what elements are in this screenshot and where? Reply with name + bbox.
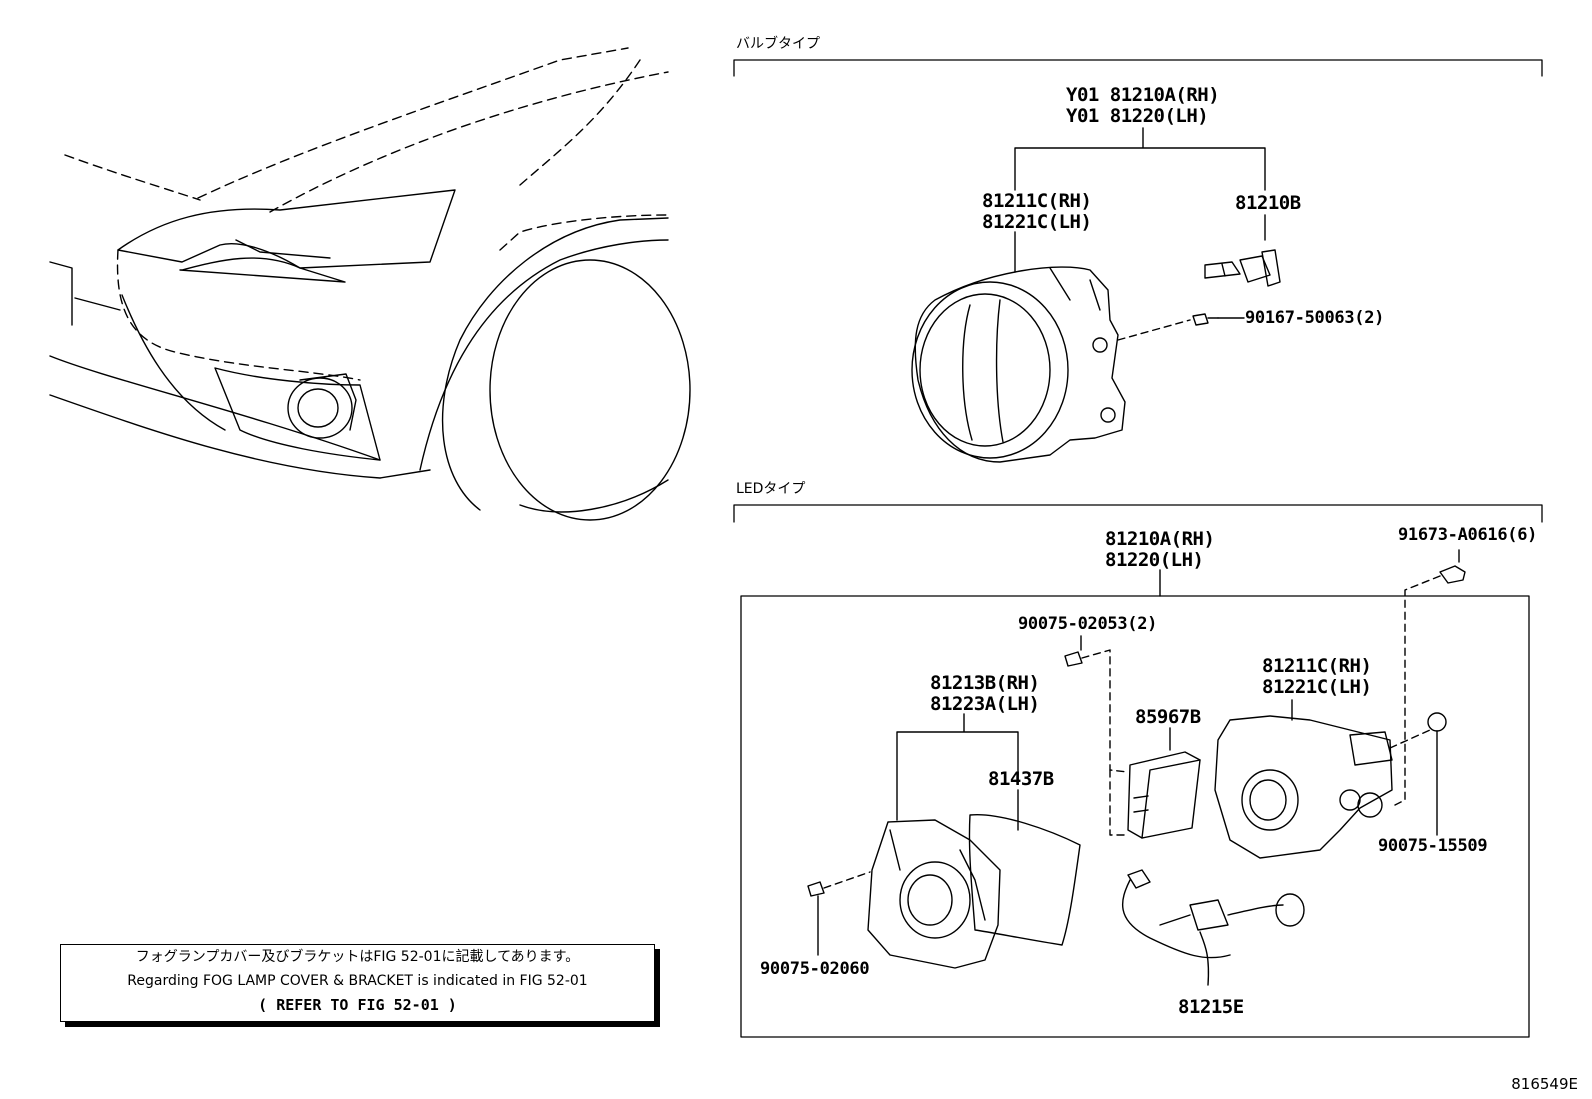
note-line-japanese: フォグランプカバー及びブラケットはFIG 52-01に記載してあります。 [135, 949, 580, 965]
part-label-gasket: 81437B [988, 768, 1054, 790]
part-label-screw-upper: 90075-02053(2) [1018, 614, 1158, 634]
part-label-wire: 81215E [1178, 996, 1244, 1018]
part-label-bulb-unit-lh: 81221C(LH) [982, 211, 1092, 233]
part-label-bulb-screw: 90167-50063(2) [1245, 308, 1385, 328]
part-label-bulb-assy-lh: Y01 81220(LH) [1066, 105, 1209, 127]
part-label-bulb-unit-rh: 81211C(RH) [982, 190, 1092, 212]
part-label-screw-lower: 90075-02060 [760, 959, 870, 979]
part-label-led-unit-lh: 81221C(LH) [1262, 676, 1372, 698]
part-label-bulb: 81210B [1235, 192, 1301, 214]
reference-note-box: フォグランプカバー及びブラケットはFIG 52-01に記載してあります。 Reg… [60, 944, 655, 1022]
part-label-led-unit-rh: 81211C(RH) [1262, 655, 1372, 677]
part-label-cover-lh: 81223A(LH) [930, 693, 1040, 715]
bulb-type-header: バルブタイプ [736, 36, 820, 52]
led-section-bracket [733, 504, 1543, 523]
car-front-illustration [49, 47, 691, 521]
bulb-section-bracket [733, 59, 1543, 77]
part-label-grommet: 90075-15509 [1378, 836, 1488, 856]
part-label-led-assy-rh: 81210A(RH) [1105, 528, 1215, 550]
part-label-led-assy-lh: 81220(LH) [1105, 549, 1204, 571]
part-label-bulb-assy-rh: Y01 81210A(RH) [1066, 84, 1220, 106]
part-label-module: 85967B [1135, 706, 1201, 728]
part-label-clip: 91673-A0616(6) [1398, 525, 1538, 545]
bulb-type-assembly [911, 127, 1281, 463]
note-line-english: Regarding FOG LAMP COVER & BRACKET is in… [127, 973, 588, 989]
led-type-header: LEDタイプ [736, 481, 806, 497]
part-label-cover-rh: 81213B(RH) [930, 672, 1040, 694]
note-line-reference: ( REFER TO FIG 52-01 ) [258, 996, 457, 1014]
figure-id: 816549E [1511, 1075, 1578, 1093]
led-type-assembly [740, 549, 1530, 1038]
